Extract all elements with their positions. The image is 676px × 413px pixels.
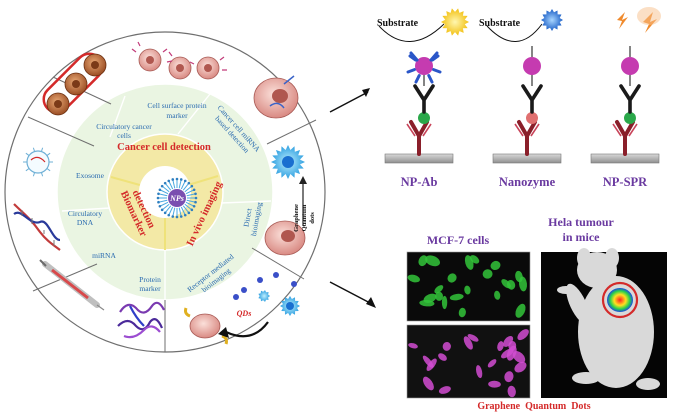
- connector-arrows: [329, 88, 376, 308]
- receptor-mediated-illustration: QDs: [184, 272, 300, 345]
- protein-marker-label-2: marker: [139, 284, 161, 293]
- outer-dividers: [27, 76, 317, 352]
- mcf7-title: MCF-7 cells: [427, 233, 490, 247]
- syringe-icon: [39, 259, 105, 311]
- mirna-cell-illustration: [253, 75, 299, 119]
- circulatory-dna-label-2: DNA: [77, 218, 94, 227]
- circulatory-dna-label-1: Circulatory: [68, 209, 102, 218]
- np-particle-icon: [156, 177, 198, 219]
- mouse-silhouette: [557, 248, 660, 390]
- protein-marker-label-1: Protein: [139, 275, 161, 284]
- np-core: [168, 189, 186, 207]
- graphene-qd-label-1: Graphene: [293, 204, 300, 232]
- cell-surface-receptor-cells-illustration: [131, 41, 227, 80]
- assay-label-nanozyme: Nanozyme: [499, 175, 556, 189]
- qds-label: QDs: [237, 309, 252, 318]
- circulatory-cancer-cells-label-1: Circulatory cancer: [96, 122, 152, 131]
- inner-dividers: [61, 93, 272, 300]
- tumor-signal: [607, 288, 633, 312]
- substrate-label-2: Substrate: [479, 18, 521, 29]
- cancer-cell-detection-label: Cancer cell detection: [117, 142, 211, 153]
- mirna-label: miRNA: [92, 251, 116, 260]
- exosome-label: Exosome: [76, 171, 105, 180]
- circulatory-cancer-cells-label-2: cells: [117, 131, 131, 140]
- graphene-qd-label-2: Quantum: [301, 204, 308, 231]
- gqd-caption: Graphene Quantum Dots: [477, 401, 590, 412]
- direct-bioimaging-label-1: Direct: [241, 207, 253, 228]
- hela-title-2: in mice: [563, 230, 601, 244]
- hela-title-1: Hela tumour: [548, 215, 614, 229]
- assay-schematics: [378, 7, 661, 164]
- dna-helix-icon: [13, 203, 61, 251]
- assay-label-np-spr: NP-SPR: [603, 175, 648, 189]
- substrate-label-1: Substrate: [377, 18, 419, 29]
- graphene-qd-label-3: dots: [309, 212, 316, 224]
- cell-surface-protein-label-1: Cell surface protein: [147, 101, 206, 110]
- assay-label-np-ab: NP-Ab: [401, 175, 438, 189]
- wheel: NPs Cancer cell detection Biomarker dete…: [4, 31, 326, 353]
- imaging-panels: MCF-7 cells Hela tumour in mice Graphene…: [406, 215, 667, 412]
- tumor-highlight-ring: [601, 281, 639, 319]
- np-label: NPs: [169, 194, 184, 203]
- cell-surface-protein-label-2: marker: [166, 111, 188, 120]
- protein-structure-icon: [117, 301, 165, 339]
- circulating-tumor-cells-illustration: [42, 52, 107, 116]
- exosome-icon: [23, 147, 53, 177]
- direct-bioimaging-illustration: Graphene Quantum dots: [264, 145, 316, 256]
